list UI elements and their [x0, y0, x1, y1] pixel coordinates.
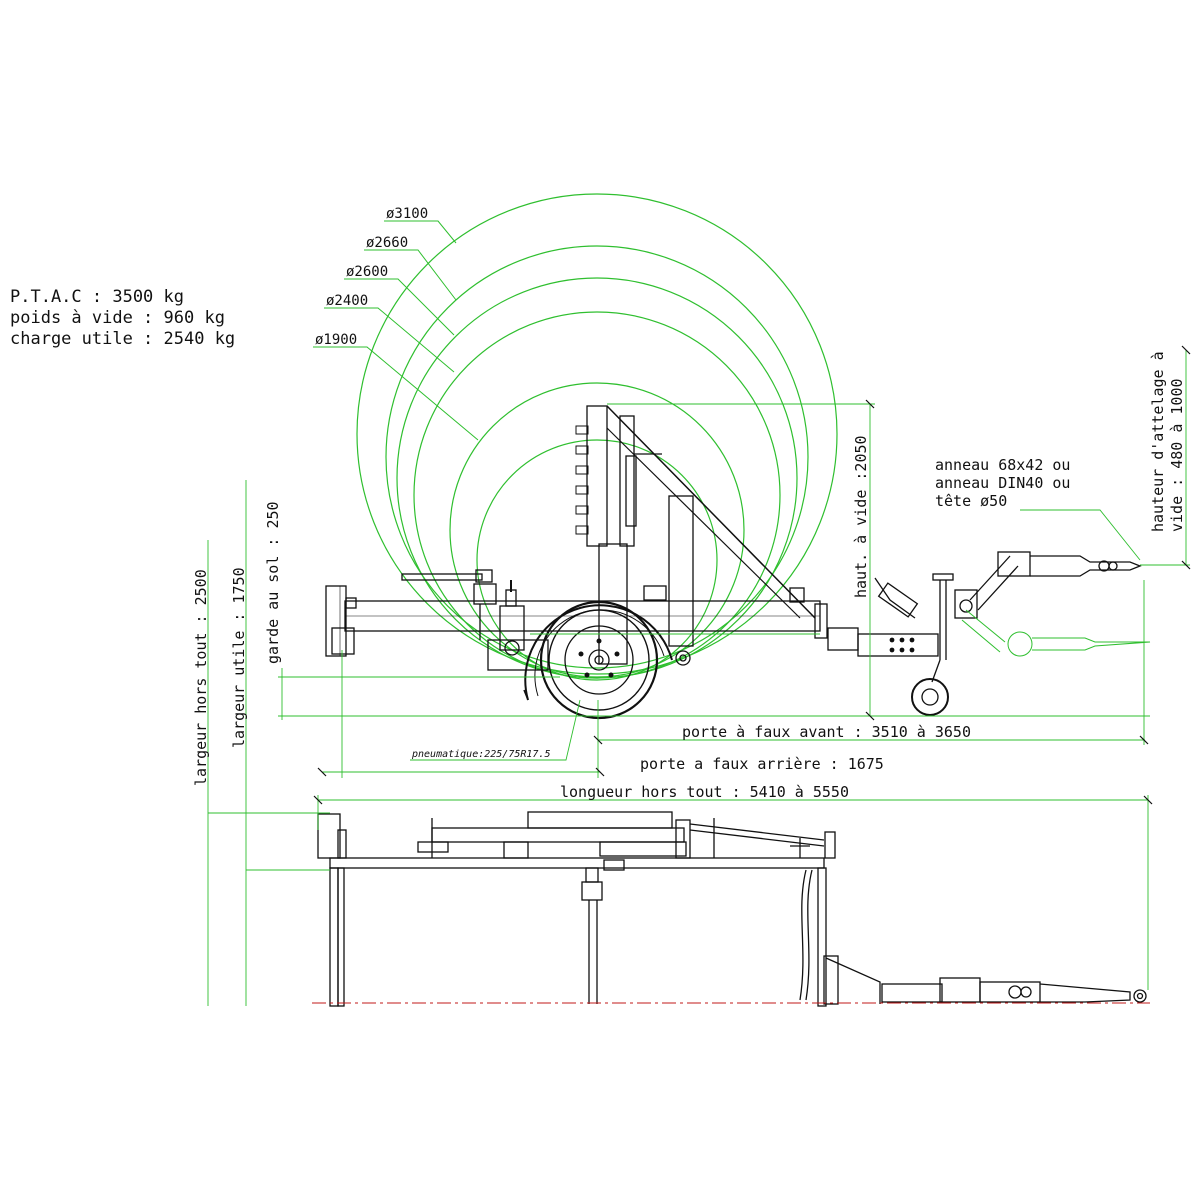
- circle-1900: [449, 382, 745, 678]
- hitch-type-line-2: anneau DIN40 ou: [935, 474, 1070, 492]
- dimension-ticks: [313, 345, 1191, 805]
- ptac-text: P.T.A.C : 3500 kg: [10, 287, 184, 307]
- usable-width-label: largeur utile : 1750: [230, 567, 248, 748]
- empty-weight-text: poids à vide : 960 kg: [10, 308, 225, 328]
- diameter-label-2660: ø2660: [366, 235, 408, 251]
- circle-2400: [413, 311, 781, 679]
- hitch-height-label-1: hauteur d'attelage à: [1149, 351, 1167, 532]
- rear-plate: [325, 585, 347, 657]
- rear-overhang-label: porte a faux arrière : 1675: [640, 755, 884, 773]
- ground-clearance-label: garde au sol : 250: [264, 501, 282, 664]
- diameter-label-1900: ø1900: [315, 332, 357, 348]
- circle-inner: [476, 439, 718, 681]
- payload-text: charge utile : 2540 kg: [10, 329, 236, 349]
- lever: [401, 573, 483, 581]
- diameter-label-2400: ø2400: [326, 293, 368, 309]
- top-view: [317, 811, 1147, 1007]
- overall-length-label: longueur hors tout : 5410 à 5550: [560, 783, 849, 801]
- jockey-wheel: [911, 678, 949, 716]
- circle-3100: [356, 193, 838, 675]
- hitch-type-line-1: anneau 68x42 ou: [935, 456, 1070, 474]
- spec-block: P.T.A.C : 3500 kg poids à vide : 960 kg …: [10, 287, 235, 350]
- lowered-drawbar: [530, 609, 1151, 657]
- hitch-height-label-2: vide : 480 à 1000: [1168, 378, 1186, 532]
- dimension-lines: [207, 350, 1190, 1006]
- side-view: [325, 405, 1142, 720]
- height-empty-label: haut. à vide :2050: [852, 435, 870, 598]
- diameter-leaders: [313, 220, 479, 441]
- diameter-label-2600: ø2600: [346, 264, 388, 280]
- diameter-label-3100: ø3100: [386, 206, 428, 222]
- top-crossbar: [329, 857, 825, 869]
- tyre-label: pneumatique:225/75R17.5: [411, 749, 550, 760]
- front-overhang-label: porte à faux avant : 3510 à 3650: [682, 723, 971, 741]
- drum-circles: [356, 193, 838, 681]
- circle-2600: [396, 277, 798, 679]
- overall-width-label: largeur hors tout : 2500: [192, 569, 210, 786]
- circle-2660: [385, 245, 809, 669]
- hitch-type-line-3: tête ø50: [935, 492, 1007, 510]
- mast: [598, 543, 628, 665]
